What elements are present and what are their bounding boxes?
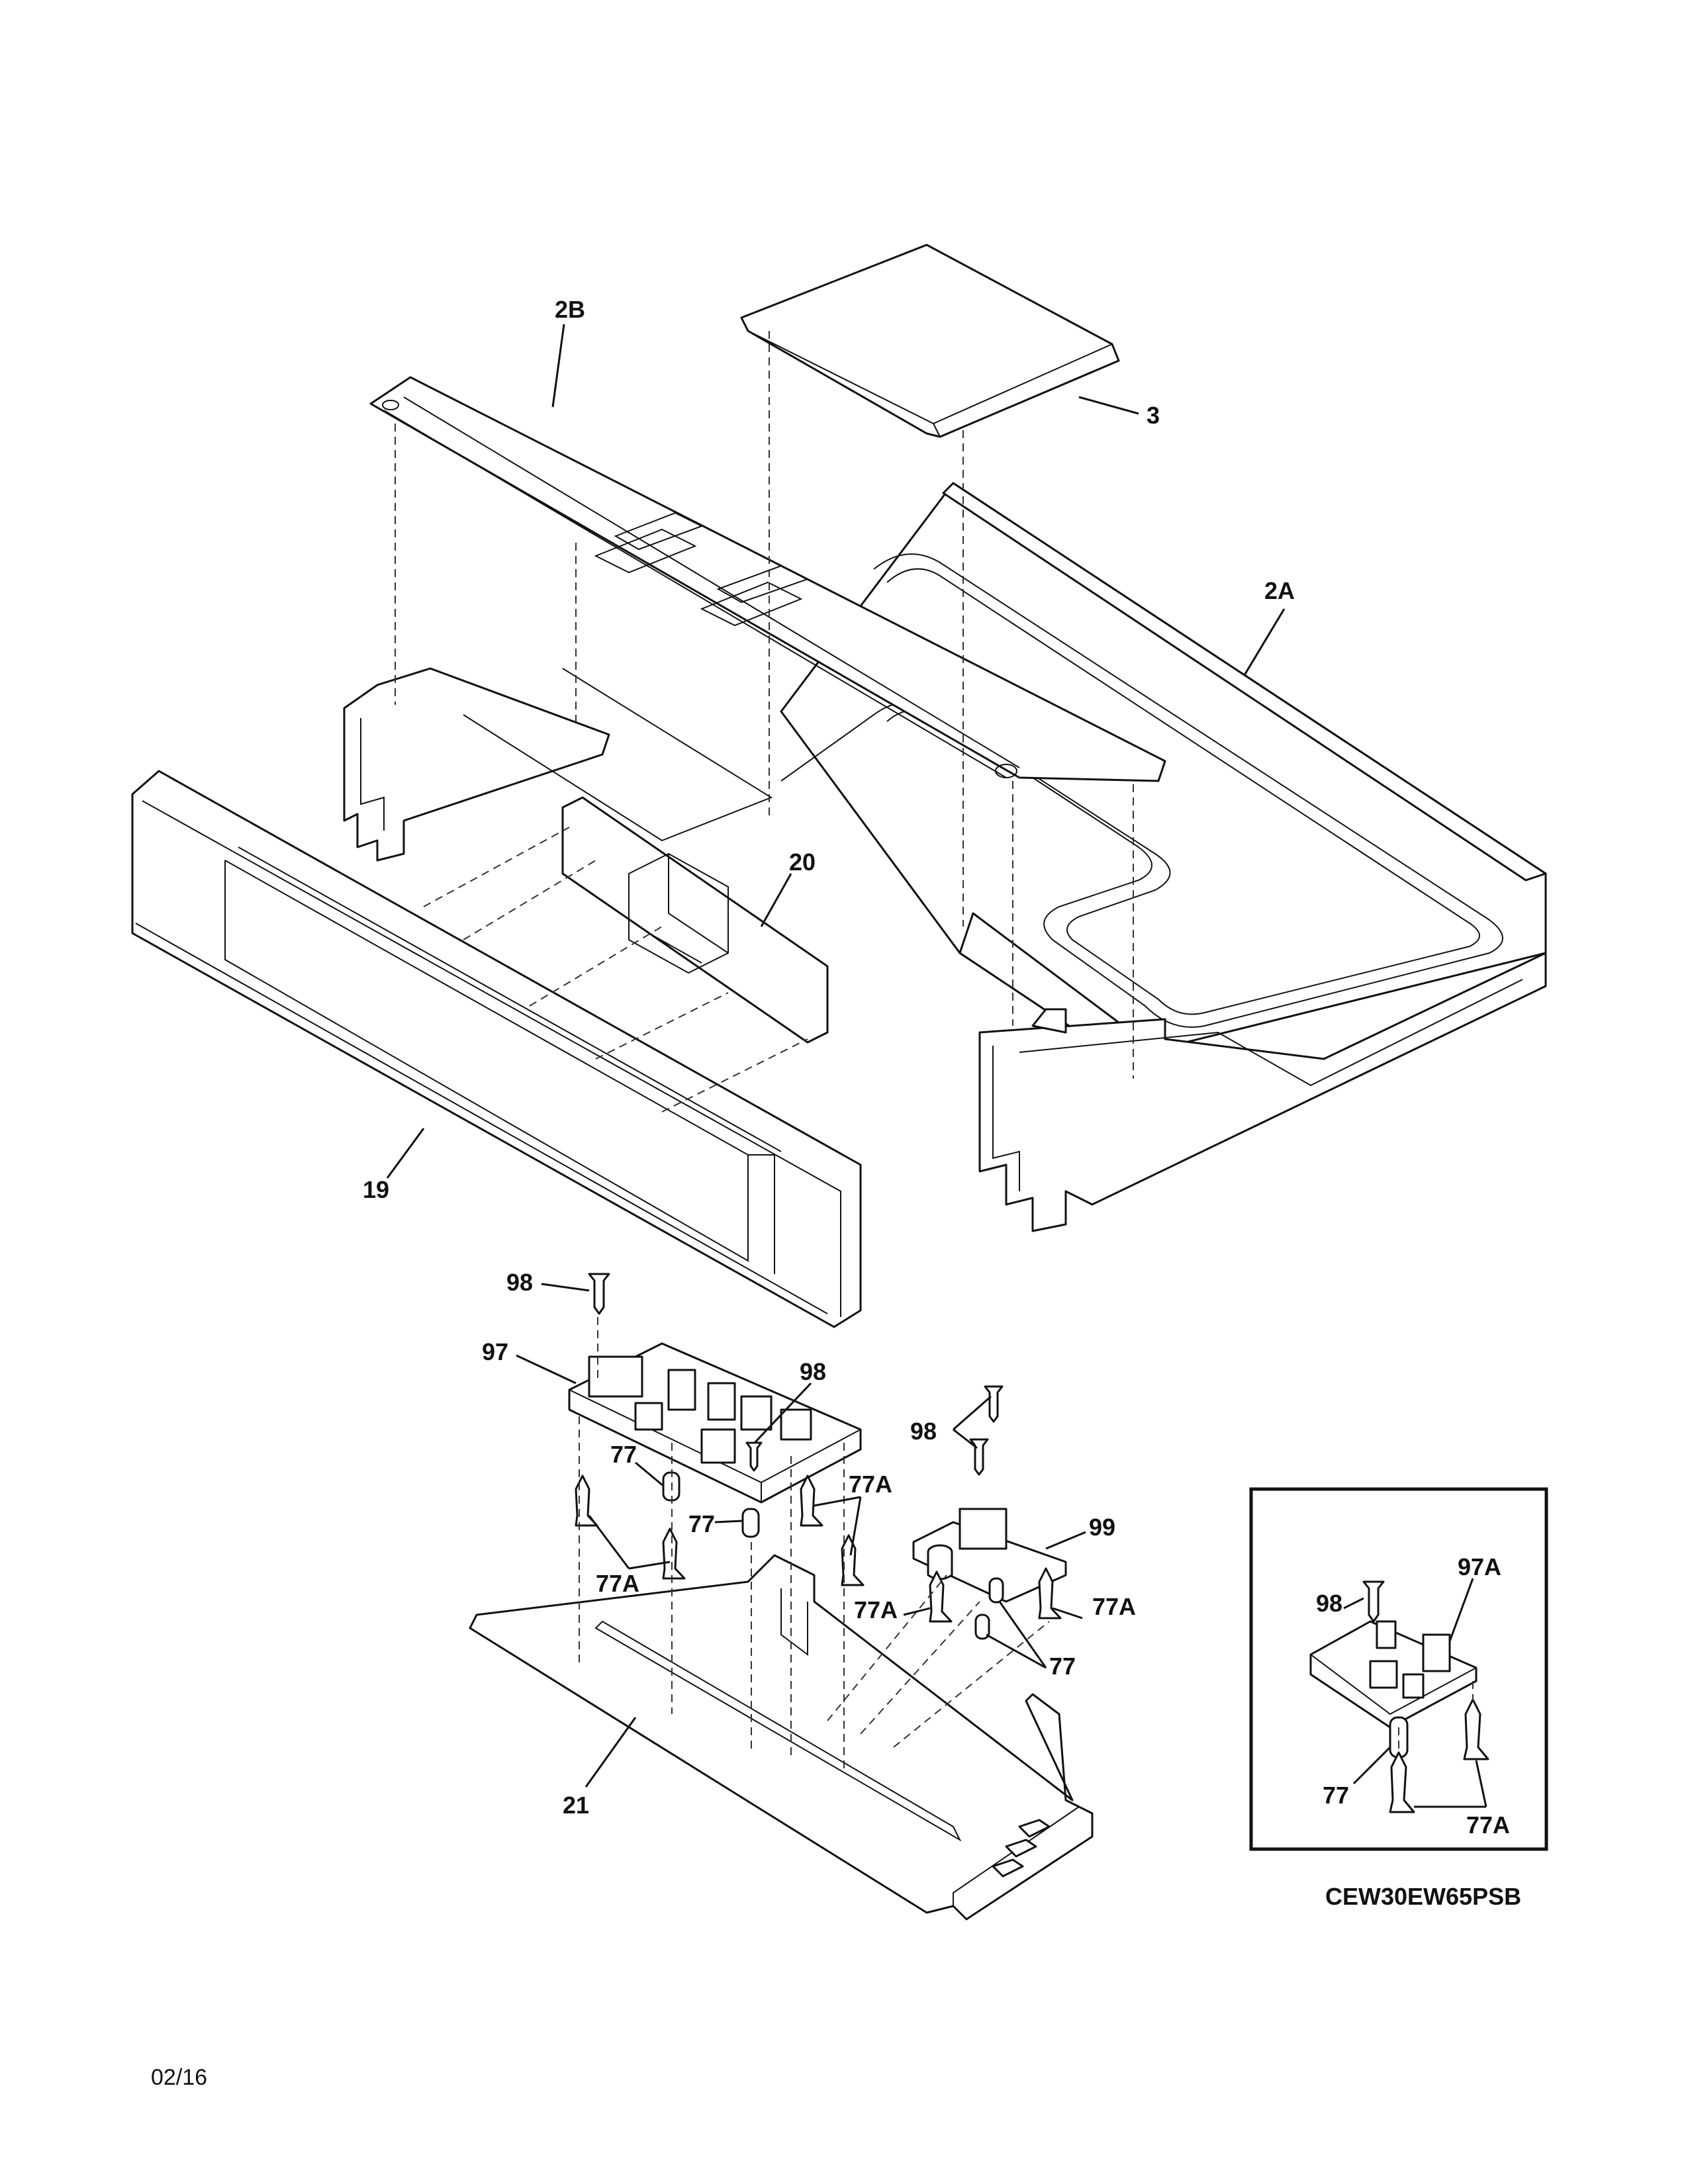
callout-77a-left: 77A [596,1570,639,1597]
spacer-77-right-b [974,1614,990,1640]
callout-98-right: 98 [910,1418,937,1445]
part-97-relay-board [568,1342,862,1504]
inset-callout-97a: 97A [1458,1553,1501,1580]
callout-2a: 2A [1264,577,1295,604]
push-pin-77a [575,1475,1062,1623]
model-number: CEW30EW65PSB [1325,1883,1521,1910]
callout-77-right: 77 [1049,1653,1076,1680]
leader-lines [386,324,1286,1788]
callout-77-mid: 77 [688,1510,715,1537]
callout-98-board: 98 [800,1358,826,1385]
callout-20: 20 [789,848,816,876]
spacer-77-mid [741,1508,760,1538]
part-99-transformer-board [912,1508,1067,1603]
inset-callout-98: 98 [1316,1590,1342,1617]
date-code: 02/16 [151,2065,207,2090]
assembly-guide-lines [395,331,1134,1774]
callout-77a-right: 77A [849,1471,892,1498]
inset-callout-77: 77 [1323,1782,1349,1809]
part-21-support-tray [469,1554,1094,1921]
callout-99: 99 [1089,1514,1115,1541]
callout-19: 19 [363,1176,389,1203]
part-2b-vented-trim [343,376,1166,862]
callout-77-left: 77 [610,1441,637,1468]
callout-3: 3 [1147,402,1160,429]
part-2a-outer-wrapper [780,482,1547,1232]
vent-slots [594,512,810,627]
callout-97: 97 [482,1338,508,1365]
callout-98-top: 98 [506,1269,533,1296]
inset-97a-detail: 98 97A 77 77A [1249,1487,1548,1851]
callout-77a-low-left: 77A [854,1596,898,1623]
part-19-control-panel [131,770,862,1328]
callout-77a-low-right: 77A [1092,1593,1136,1620]
part-20-control-board [561,796,829,1044]
callout-2b: 2B [555,296,585,323]
spacer-77-right-a [988,1577,1004,1604]
part-3-cover-plate [740,244,1120,438]
inset-callout-77a: 77A [1466,1811,1510,1839]
callout-labels: 2B 3 2A 20 19 98 97 98 77 77 77A 77A 98 … [363,296,1295,1819]
callout-21: 21 [563,1792,589,1819]
